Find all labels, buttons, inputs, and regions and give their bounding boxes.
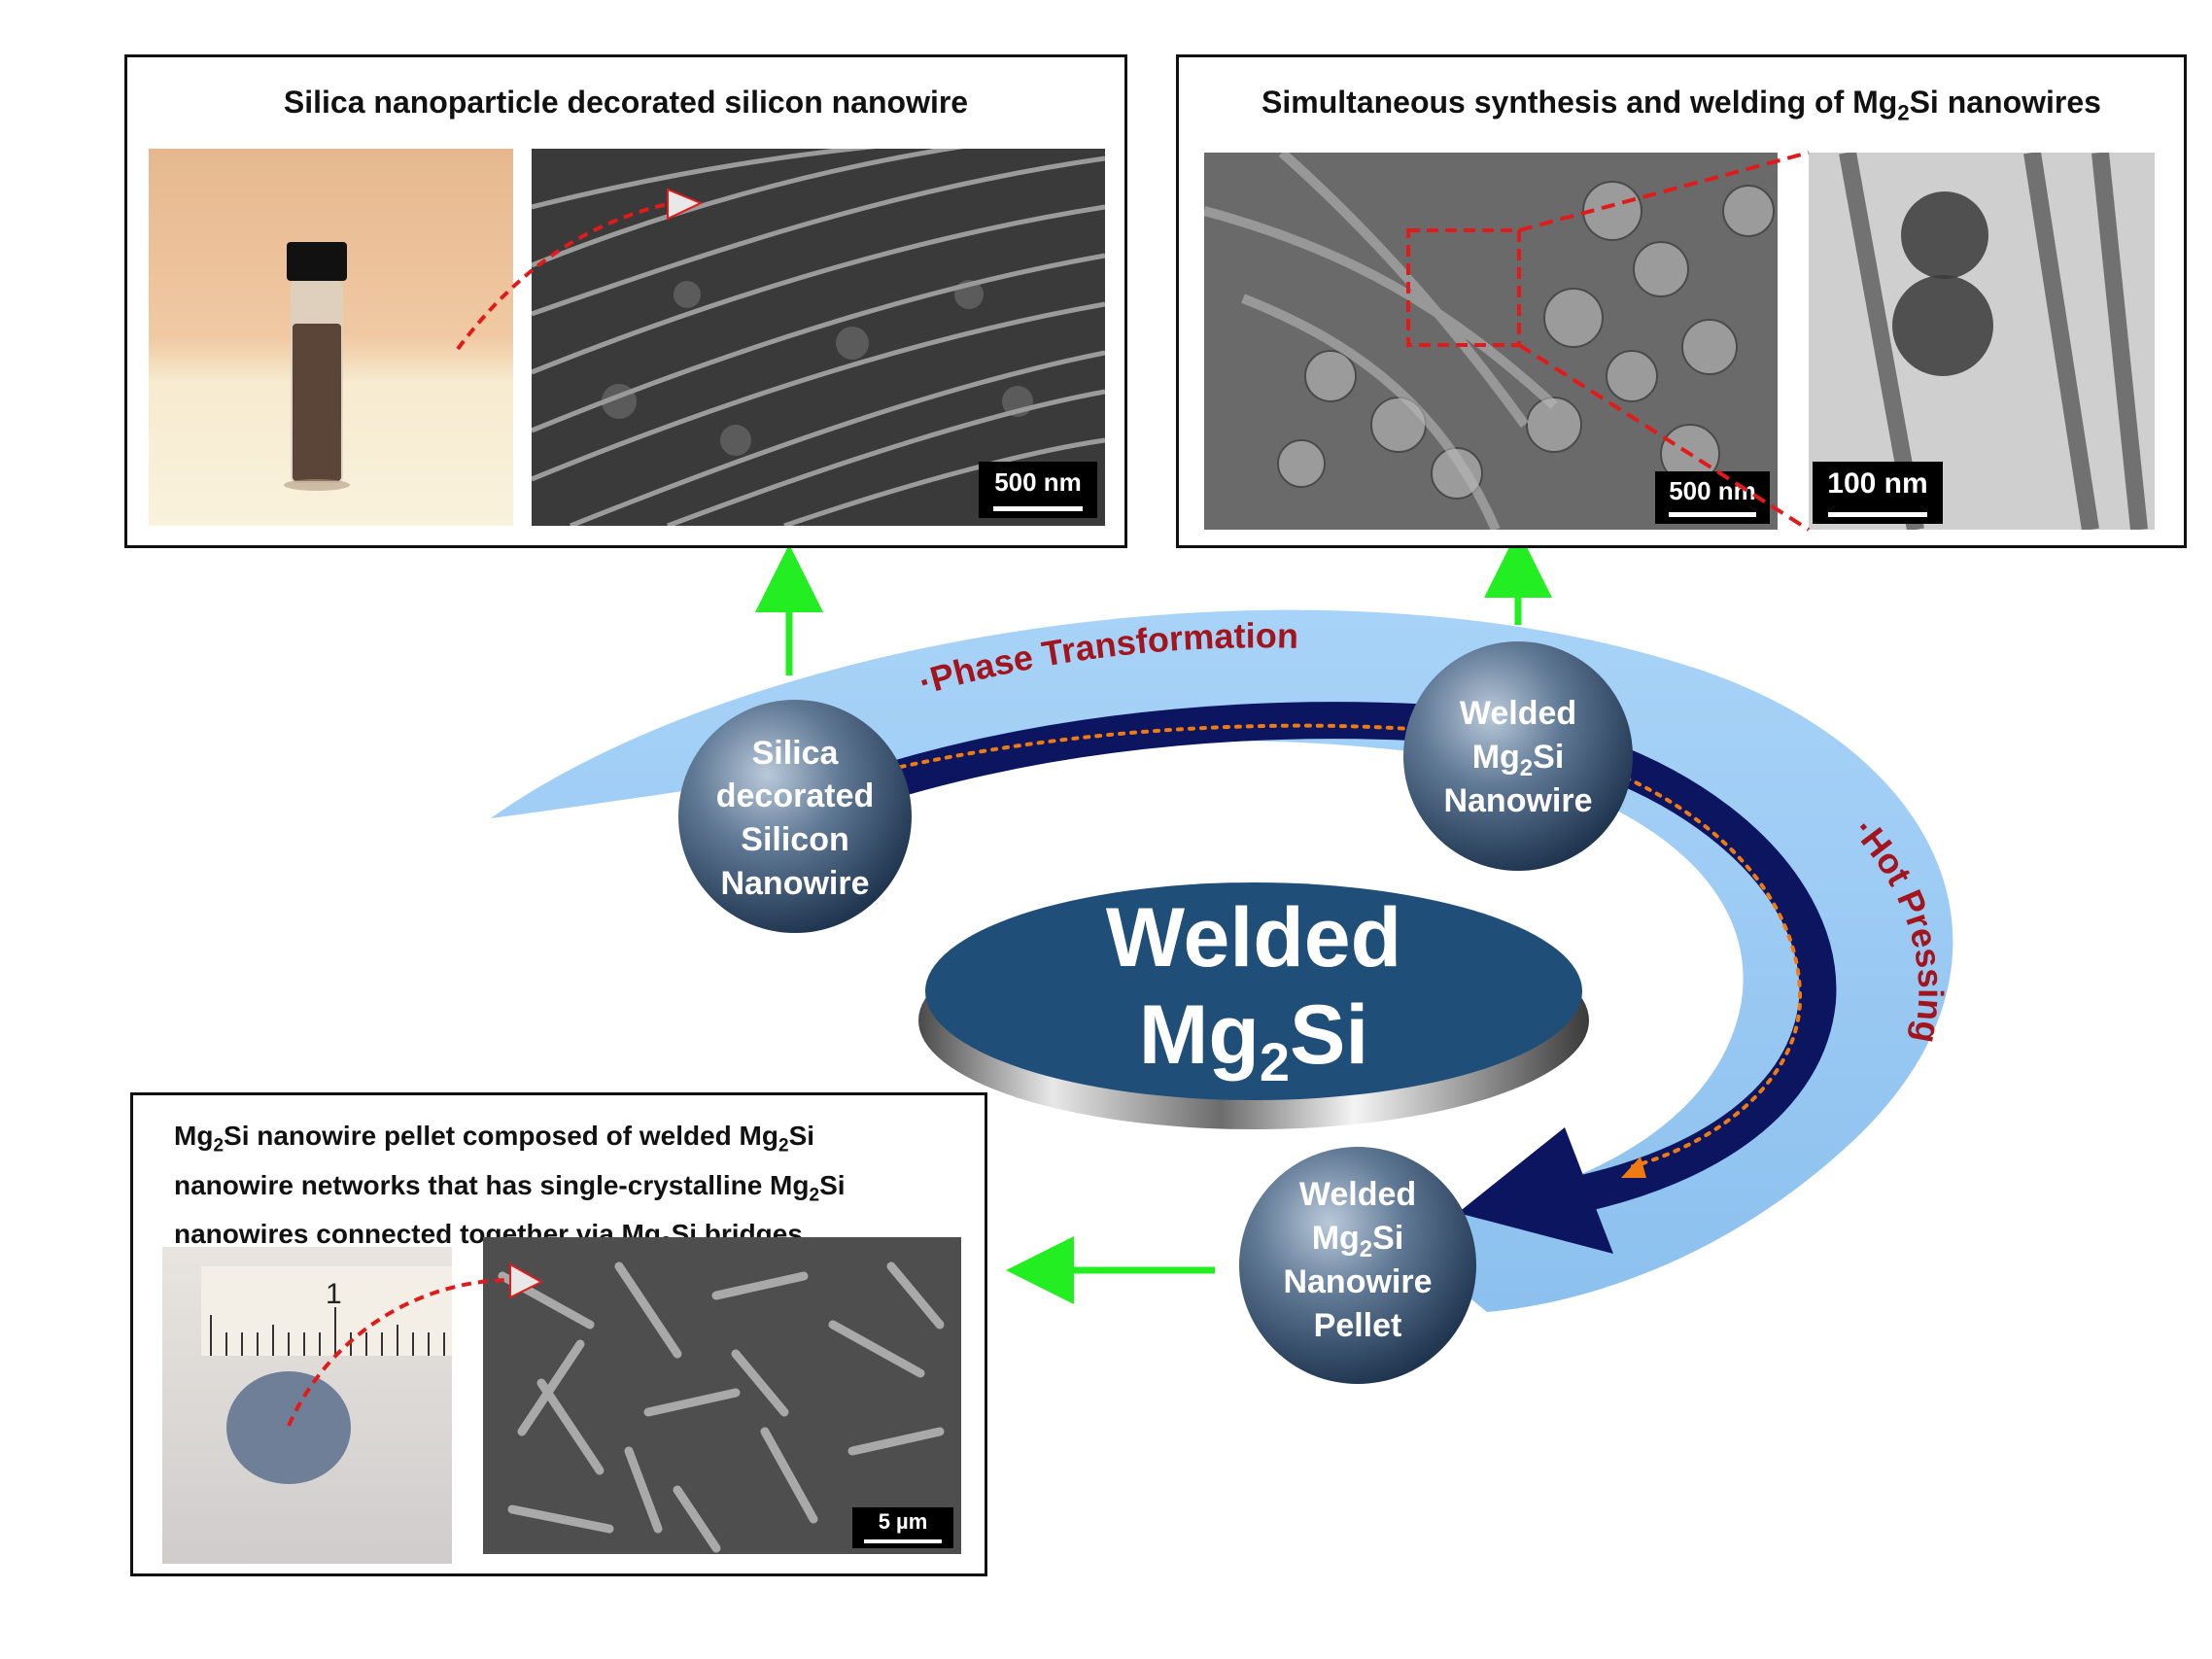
description-line-1: Mg2Si nanowire pellet composed of welded… [174,1121,815,1157]
panel-title: Silica nanoparticle decorated silicon na… [283,85,969,120]
svg-text:Silicon: Silicon [741,821,848,858]
scale-bar-500nm: 500 nm [1655,471,1770,524]
svg-text:Silica: Silica [752,735,840,772]
svg-text:Nanowire: Nanowire [1283,1263,1432,1300]
center-title-line2: Mg2Si [1139,988,1369,1092]
svg-text:Welded: Welded [1460,695,1576,732]
dotted-arrowhead [1621,1157,1646,1178]
center-title-line1: Welded [1106,891,1401,985]
svg-text:Welded: Welded [1299,1176,1416,1213]
vial-illustration [284,242,350,491]
scale-bar-5um: 5 µm [852,1507,953,1548]
ruler-label: 1 [326,1278,342,1310]
scale-bar-500nm: 500 nm [979,462,1097,518]
node-welded-mg2si-nanowire: Welded Mg2Si Nanowire [1403,641,1633,871]
sem-texture [1204,153,1778,530]
node-silica-decorated-silicon-nanowire: Silica decorated Silicon Nanowire [678,700,912,933]
svg-text:Pellet: Pellet [1314,1307,1402,1344]
ruler-and-pellet: 1 [201,1266,452,1484]
tem-texture [1809,153,2155,530]
zoom-indicator [1406,151,1811,532]
sem-nanowire-image: 500 nm [532,149,1105,526]
panel-silica-decorated-nanowire: Silica nanoparticle decorated silicon na… [124,54,1127,548]
panel-mg2si-pellet: Mg2Si nanowire pellet composed of welded… [130,1092,987,1576]
svg-text:Nanowire: Nanowire [720,865,869,902]
svg-text:Nanowire: Nanowire [1443,782,1592,819]
pellet-photo: 1 [162,1247,452,1564]
description-line-3: nanowires connected together via Mg2Si b… [174,1219,803,1255]
panel-description: Mg2Si nanowire pellet composed of welded… [174,1117,846,1264]
description-line-2: nanowire networks that has single-crysta… [174,1169,846,1206]
svg-text:decorated: decorated [716,778,875,814]
scale-bar-100nm: 100 nm [1813,462,1943,524]
center-disc [925,882,1582,1100]
vial-photo [149,149,513,526]
cycle-navy-arrowhead [1458,1127,1613,1254]
panel-title: Simultaneous synthesis and welding of Mg… [1262,85,2101,125]
red-dashed-arrow [456,188,704,351]
red-dashed-arrow [287,1262,544,1427]
node-welded-mg2si-nanowire-pellet: Welded Mg2Si Nanowire Pellet [1239,1147,1476,1384]
svg-text:Mg2Si: Mg2Si [1312,1220,1404,1262]
panel-mg2si-synthesis-welding: Simultaneous synthesis and welding of Mg… [1176,54,2187,548]
tem-image: 100 nm [1809,153,2155,530]
svg-text:Mg2Si: Mg2Si [1472,739,1565,781]
sem-welded-image: 500 nm [1204,153,1778,530]
